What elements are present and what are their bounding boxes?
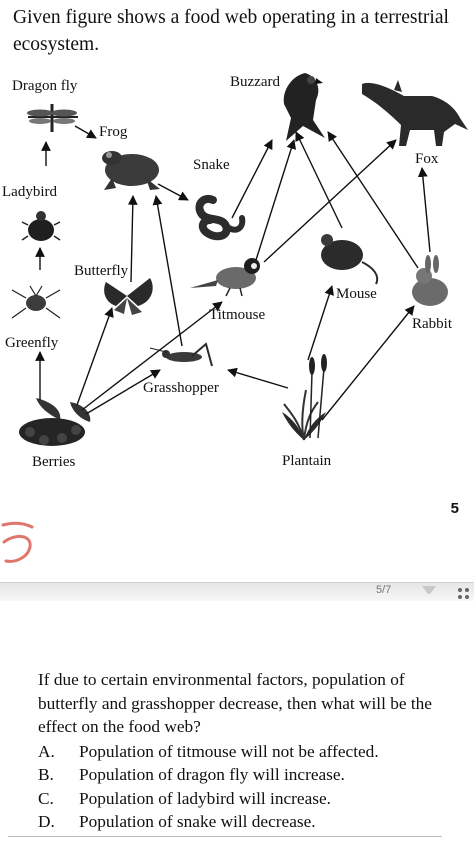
label-ladybird: Ladybird: [2, 184, 57, 200]
label-greenfly: Greenfly: [5, 335, 59, 351]
arrow-titmouse-to-fox: [263, 139, 397, 263]
arrow-rabbit-to-fox: [417, 167, 431, 253]
greenfly-icon: [11, 285, 61, 319]
arrow-rabbit-to-buzzard: [327, 131, 419, 269]
label-fox: Fox: [415, 151, 439, 167]
answer-options: A. Population of titmouse will not be af…: [38, 740, 379, 833]
berries-icon: [19, 398, 91, 446]
arrow-snake-to-buzzard: [231, 139, 273, 219]
arrow-plantain-to-mouse: [307, 285, 334, 361]
titmouse-icon: [190, 258, 260, 297]
dragonfly-icon: [27, 104, 78, 132]
option-d[interactable]: D. Population of snake will decrease.: [38, 810, 379, 833]
page-number: 5: [450, 500, 459, 517]
arrow-butterfly-to-frog: [127, 195, 138, 283]
frog-icon: [102, 151, 160, 190]
label-butterfly: Butterfly: [74, 263, 129, 279]
rabbit-icon: [412, 255, 448, 306]
option-text: Population of titmouse will not be affec…: [79, 742, 379, 761]
option-c[interactable]: C. Population of ladybird will increase.: [38, 787, 379, 810]
arrow-mouse-to-buzzard: [295, 131, 343, 229]
food-web-diagram: Dragon fly Buzzard Frog Fox Snake Ladybi…: [2, 73, 468, 470]
question-heading: Given figure shows a food web operating …: [13, 7, 449, 55]
arrow-titmouse-to-buzzard: [255, 139, 297, 261]
fox-icon: [362, 80, 468, 146]
food-web-arrows: [35, 125, 431, 421]
option-a[interactable]: A. Population of titmouse will not be af…: [38, 740, 379, 763]
sheet-counter: 5/7: [376, 584, 392, 596]
label-buzzard: Buzzard: [230, 74, 280, 90]
grid-dots-icon[interactable]: [458, 588, 469, 599]
plantain-icon: [282, 354, 327, 441]
label-mouse: Mouse: [336, 286, 377, 302]
butterfly-icon: [104, 278, 153, 315]
handwritten-mark: [1, 521, 34, 563]
label-snake: Snake: [193, 157, 230, 173]
label-berries: Berries: [32, 454, 75, 470]
option-text: Population of dragon fly will increase.: [79, 765, 345, 785]
arrow-berries-to-grasshopper: [85, 369, 161, 415]
option-b[interactable]: B. Population of dragon fly will increas…: [38, 763, 379, 786]
viewer-toolbar: [0, 582, 474, 601]
funnel-icon[interactable]: [422, 586, 436, 594]
arrow-berries-to-butterfly: [76, 307, 114, 406]
buzzard-icon: [283, 73, 325, 141]
bottom-divider: [8, 836, 442, 837]
mouse-icon: [321, 234, 379, 285]
label-dragonfly: Dragon fly: [12, 78, 78, 94]
toolbar-icons: [422, 586, 469, 599]
arrow-frog-to-snake: [157, 183, 189, 201]
label-rabbit: Rabbit: [412, 316, 453, 332]
option-text: Population of snake will decrease.: [79, 811, 316, 831]
label-frog: Frog: [99, 124, 128, 140]
option-text: Population of ladybird will increase.: [79, 788, 331, 808]
arrow-frog-to-dragonfly: [74, 125, 97, 139]
option-letter: C.: [38, 788, 54, 808]
arrow-plantain-to-rabbit: [321, 305, 415, 421]
question-text: If due to certain environmental factors,…: [38, 670, 432, 736]
ladybird-icon: [21, 211, 61, 241]
snake-icon: [195, 195, 246, 241]
arrow-grasshopper-to-frog: [152, 195, 183, 347]
arrow-plantain-to-grasshopper: [227, 367, 289, 389]
label-titmouse: Titmouse: [209, 307, 265, 323]
grasshopper-icon: [149, 342, 213, 367]
option-letter: D.: [38, 811, 55, 831]
label-plantain: Plantain: [282, 453, 332, 469]
option-letter: B.: [38, 765, 54, 785]
arrow-berries-to-titmouse: [81, 301, 223, 411]
option-letter: A.: [38, 742, 55, 761]
label-grasshopper: Grasshopper: [143, 380, 219, 396]
